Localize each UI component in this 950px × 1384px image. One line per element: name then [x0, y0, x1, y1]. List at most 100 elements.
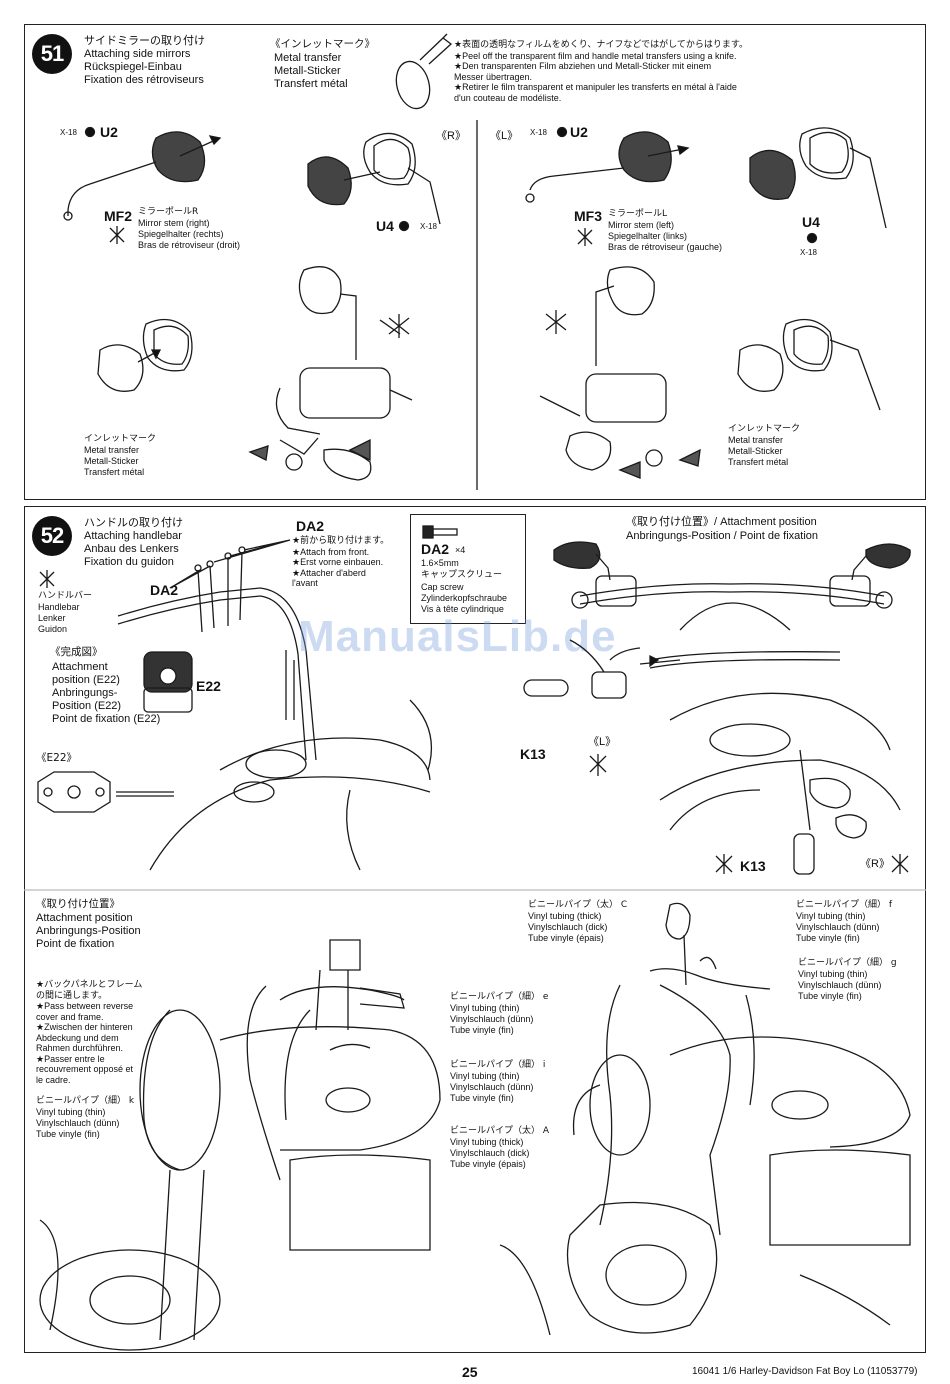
note-line-fr1: ★Retirer le film transparent et manipule… — [454, 82, 737, 92]
inlet-left-en: Metal transfer — [84, 445, 140, 455]
tube-a-en: Vinyl tubing (thick) — [450, 1137, 524, 1147]
step-51-panel — [24, 24, 926, 500]
handlebar-overview-art — [553, 541, 911, 631]
page-number: 25 — [462, 1364, 478, 1380]
r-side-tag-52: 《R》 — [860, 858, 890, 870]
part-k13-b: K13 — [740, 858, 766, 874]
attach-pos-top-line2: Anbringungs-Position / Point de fixation — [626, 530, 819, 542]
tube-c-thick-ja-text: ビニールパイプ（太） — [528, 900, 619, 910]
right-side-tag: 《R》 — [436, 130, 466, 142]
inlet-mark-en: Metal transfer — [274, 52, 342, 64]
metal-transfer-note: ★表面の透明なフィルムをめくり、ナイフなどではがしてからはります。 ★Peel … — [454, 40, 748, 103]
mf3-fr: Bras de rétroviseur (gauche) — [608, 242, 723, 252]
finished-ja: 《完成図》 — [50, 646, 103, 658]
tube-e-fr: Tube vinyle (fin) — [450, 1025, 514, 1035]
cement-icon-4 — [388, 314, 410, 338]
step-51-title-de: Rückspiegel-Einbau — [84, 61, 182, 73]
tube-k-mark: k — [128, 1096, 135, 1106]
mf2-fr: Bras de rétroviseur (droit) — [138, 240, 241, 250]
da2-note: ★前から取り付けます。 ★Attach from front. ★Erst vo… — [292, 536, 389, 589]
step-52-title-ja: ハンドルの取り付け — [84, 516, 183, 529]
finished-en1: Attachment — [52, 661, 108, 673]
e22-tag: 《E22》 — [36, 752, 77, 764]
da2-note-fr1: ★Attacher d'aberd — [292, 567, 366, 578]
cement-icon-5 — [39, 570, 55, 588]
part-u2-right: U2 — [100, 124, 118, 140]
tube-a-mark: A — [542, 1126, 550, 1136]
left-mirror-closeup-art — [737, 318, 881, 411]
step-52-panel — [24, 506, 926, 1353]
cement-icon-6 — [589, 754, 607, 776]
tube-e-mark: e — [542, 992, 549, 1002]
tube-e-en: Vinyl tubing (thin) — [450, 1003, 520, 1013]
tube-g-mark: g — [890, 958, 897, 968]
part-u2-left: U2 — [570, 124, 588, 140]
tube-k-ja-text: ビニールパイプ（細） — [36, 1096, 127, 1106]
part-da2-left: DA2 — [150, 582, 179, 598]
step-52-title-de: Anbau des Lenkers — [84, 543, 179, 555]
inlet-mark-title-ja: 《インレットマーク》 — [270, 38, 375, 50]
screw-callout-box: DA2 ×4 1.6×5mm キャップスクリュー Cap screw Zylin… — [410, 514, 526, 624]
step-51-title-ja: サイドミラーの取り付け — [84, 34, 205, 47]
finished-fr: Point de fixation (E22) — [52, 713, 161, 725]
part-mf3: MF3 — [574, 208, 602, 224]
inlet-right-de: Metall-Sticker — [728, 446, 783, 456]
mf2-en: Mirror stem (right) — [138, 218, 210, 228]
tube-a-fr: Tube vinyle (épais) — [450, 1159, 526, 1169]
mf2-ja: ミラーポールR — [138, 207, 199, 217]
pass-note-de2: Abdeckung und dem — [36, 1032, 119, 1043]
inlet-mark-de: Metall-Sticker — [274, 65, 341, 77]
left-side-tag: 《L》 — [490, 130, 519, 142]
screw-fr: Vis à tête cylindrique — [421, 604, 504, 614]
attach-pos-bottom-de: Anbringungs-Position — [36, 925, 141, 937]
tube-c-thick-fr: Tube vinyle (épais) — [528, 933, 604, 943]
screw-size: 1.6×5mm — [421, 558, 459, 568]
inlet-mark-fr: Transfert métal — [274, 78, 348, 90]
pass-note-ja2: の間に通します。 — [36, 990, 108, 1001]
tube-a-ja: ビニールパイプ（太） A — [450, 1126, 549, 1137]
tube-i-mark: i — [542, 1060, 546, 1070]
part-u4-right: U4 — [376, 218, 394, 234]
note-line-de2: Messer übertragen. — [454, 71, 533, 82]
note-line-ja: ★表面の透明なフィルムをめくり、ナイフなどではがしてからはります。 — [454, 40, 749, 50]
handlebar-fr: Guidon — [38, 624, 68, 634]
handlebar-ja: ハンドルバー — [38, 591, 93, 601]
right-mirror-transfer-art — [307, 132, 441, 225]
pass-note-de3: Rahmen durchführen. — [36, 1043, 124, 1053]
mf3-en: Mirror stem (left) — [608, 220, 674, 230]
step-number-51: 51 — [32, 34, 72, 74]
tube-g-en: Vinyl tubing (thin) — [798, 969, 868, 979]
step-52-midline — [24, 889, 926, 891]
tube-f-mark: f — [888, 900, 893, 910]
tube-i-ja: ビニールパイプ（細） i — [450, 1060, 545, 1071]
manualslib-watermark: ManualsLib.de — [298, 612, 617, 661]
part-u4-left: U4 — [802, 214, 820, 230]
tube-g-fr: Tube vinyle (fin) — [798, 991, 862, 1001]
left-mirror-transfer-art — [749, 127, 887, 229]
pass-note-fr3: le cadre. — [36, 1074, 71, 1085]
e22-part-art — [37, 771, 174, 813]
tube-f-fr: Tube vinyle (fin) — [796, 933, 860, 943]
da2-note-de: ★Erst vorne einbauen. — [292, 557, 384, 567]
inlet-left-ja: インレットマーク — [84, 434, 157, 444]
cap-screw-icon — [422, 525, 458, 539]
tube-g-ja: ビニールパイプ（細） g — [798, 958, 897, 969]
x18-ref-a: X-18 — [60, 128, 77, 137]
pass-note-de1: ★Zwischen der hinteren — [36, 1022, 133, 1032]
inlet-left-fr: Transfert métal — [84, 467, 145, 477]
tube-c-thick-en: Vinyl tubing (thick) — [528, 911, 602, 921]
tube-k-fr: Tube vinyle (fin) — [36, 1129, 100, 1139]
x18-ref-d: X-18 — [800, 248, 817, 257]
tube-c-thick-ja: ビニールパイプ（太） C — [528, 900, 627, 911]
pass-note-fr1: ★Passer entre le — [36, 1053, 105, 1064]
mf3-ja: ミラーポールL — [608, 209, 668, 219]
note-line-fr2: d'un couteau de modéliste. — [454, 92, 562, 103]
note-line-en: ★Peel off the transparent film and handl… — [454, 50, 737, 61]
right-mirror-closeup-art — [97, 318, 193, 392]
finished-en2: position (E22) — [52, 674, 120, 686]
da2-note-en: ★Attach from front. — [292, 546, 370, 557]
pass-note-en1: ★Pass between reverse — [36, 1001, 134, 1011]
inlet-right-en: Metal transfer — [728, 435, 784, 445]
tube-f-ja: ビニールパイプ（細） f — [796, 900, 892, 911]
tube-i-fr: Tube vinyle (fin) — [450, 1093, 514, 1103]
